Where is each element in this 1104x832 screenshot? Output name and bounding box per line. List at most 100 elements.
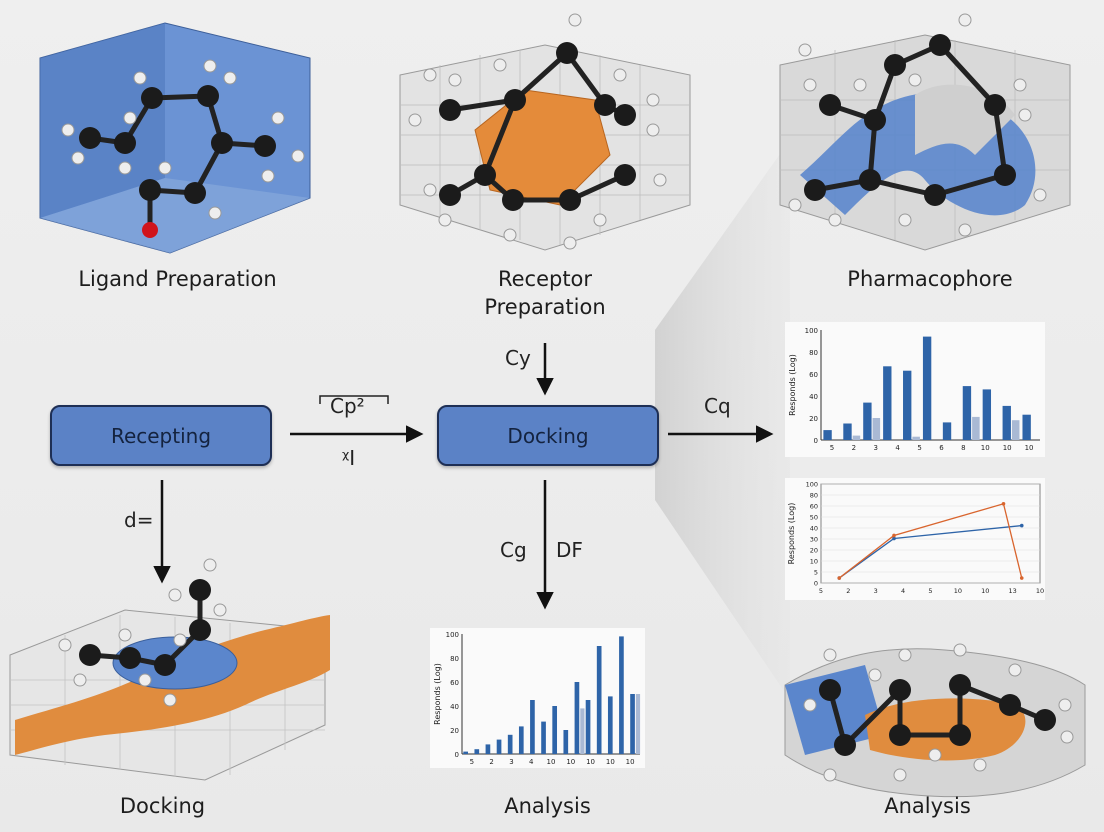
line-chart-point	[1019, 576, 1024, 580]
ligand-preparation-illustration	[39, 22, 311, 254]
line-chart-point	[1019, 523, 1024, 528]
analysis-bar-chart-bar	[596, 646, 602, 754]
edge-label-cy: Cy	[505, 346, 531, 370]
top-bar-chart-bar	[843, 423, 852, 440]
top-bar-chart-bar	[883, 366, 892, 440]
caption-pharmacophore: Pharmacophore	[847, 267, 1013, 291]
analysis-bar-chart-bar	[530, 700, 535, 754]
top-bar-chart-bar-secondary	[1011, 420, 1020, 440]
edge-label-cg: Cg	[500, 538, 527, 562]
top-bar-chart-bar-secondary	[872, 418, 881, 440]
top-bar-chart-y-tick-label: 20	[809, 415, 818, 423]
caption-ligand-preparation: Ligand Preparation	[78, 267, 277, 291]
analysis-bar-chart-x-tick-label: 10	[586, 758, 595, 766]
top-bar-chart-bar	[903, 370, 912, 440]
top-bar-chart-y-tick-label: 0	[814, 437, 818, 445]
top-bar-chart-x-tick-label: 3	[874, 444, 878, 452]
line-chart-y-axis-label: Responds (Log)	[787, 503, 796, 565]
top-bar-chart-y-tick-label: 100	[805, 327, 818, 335]
top-bar-chart-x-tick-label: 8	[961, 444, 965, 452]
top-bar-chart-x-tick-label: 10	[981, 444, 990, 452]
analysis-bar-chart-x-tick-label: 4	[529, 758, 534, 766]
analysis-bar-chart-x-tick-label: 5	[470, 758, 474, 766]
top-bar-chart-x-tick-label: 5	[830, 444, 834, 452]
line-chart-x-tick-label: 10	[954, 587, 962, 595]
analysis-bar-chart-bar	[630, 694, 635, 754]
receptor-preparation-illustration	[399, 13, 691, 251]
caption-analysis-right: Analysis	[884, 794, 971, 818]
analysis-bar-chart-bar	[507, 734, 513, 754]
line-chart-series-line	[838, 524, 1022, 579]
edge-label-d-eq: d=	[124, 508, 154, 532]
line-chart-y-tick-label: 30	[810, 536, 818, 544]
analysis-bar-chart-bar	[485, 744, 491, 754]
top-bar-chart-bar	[922, 336, 932, 440]
line-chart-y-tick-label: 60	[810, 503, 818, 511]
analysis-bar-chart-y-tick-label: 20	[450, 727, 459, 735]
top-bar-chart-bar	[863, 402, 872, 440]
analysis-bar-chart-bar	[574, 682, 580, 754]
analysis-bar-chart-y-tick-label: 100	[446, 631, 459, 639]
edge-label-cq: Cq	[704, 394, 731, 418]
docking-node[interactable]: Docking	[437, 405, 659, 466]
caption-docking: Docking	[119, 794, 206, 818]
top-bar-chart-y-tick-label: 80	[809, 349, 818, 357]
analysis-bar-chart-bar	[496, 739, 502, 754]
recepting-node[interactable]: Recepting	[50, 405, 272, 466]
line-chart-series-line	[838, 502, 1023, 579]
line-chart-y-tick-label: 40	[810, 525, 818, 533]
line-chart-x-tick-label: 10	[981, 587, 989, 595]
line-chart-x-tick-label: 10	[1036, 587, 1044, 595]
analysis-molecule-illustration	[784, 643, 1086, 798]
top-bar-chart-bar	[1022, 414, 1031, 440]
analysis-bar-chart-x-tick-label: 2	[489, 758, 493, 766]
top-bar-chart-y-axis-label: Responds (Log)	[788, 354, 797, 416]
analysis-bar-chart-y-axis-label: Responds (Log)	[433, 663, 442, 725]
analysis-bar-chart-bar	[552, 706, 558, 754]
line-chart-y-tick-label: 0	[814, 580, 818, 588]
edge-label-cp2: Cp²	[330, 394, 365, 418]
top-bar-chart-x-tick-label: 6	[939, 444, 944, 452]
analysis-bar-chart-bar	[463, 751, 469, 754]
top-bar-chart-bar	[823, 430, 832, 440]
analysis-bar-chart-bar-secondary	[580, 708, 585, 754]
top-bar-chart-bar	[982, 389, 992, 440]
line-chart-point	[892, 533, 896, 538]
analysis-bar-chart-bar	[619, 636, 624, 754]
line-chart-y-tick-label: 10	[810, 558, 818, 566]
caption-analysis-middle: Analysis	[504, 794, 591, 818]
analysis-bar-chart-y-tick-label: 80	[450, 655, 459, 663]
line-chart-y-tick-label: 20	[810, 547, 818, 555]
line-chart-point	[837, 576, 842, 580]
edge-label-df: DF	[556, 538, 583, 562]
top-bar-chart-bar-secondary	[852, 435, 861, 440]
analysis-bar-chart-bar	[585, 700, 591, 754]
caption-receptor-preparation: Receptor Preparation	[484, 267, 606, 319]
docking-surface-illustration	[9, 558, 330, 781]
line-chart-x-tick-label: 5	[928, 587, 932, 595]
analysis-bar-chart-y-tick-label: 40	[450, 703, 459, 711]
analysis-bar-chart-bar	[541, 721, 546, 754]
line-chart-x-tick-label: 5	[819, 587, 823, 595]
top-bar-chart-x-tick-label: 10	[1025, 444, 1034, 452]
analysis-bar-chart-x-tick-label: 10	[547, 758, 556, 766]
top-bar-chart-bar	[1002, 405, 1011, 440]
top-bar-chart-x-tick-label: 10	[1003, 444, 1012, 452]
analysis-bar-chart-x-tick-label: 10	[606, 758, 615, 766]
top-bar-chart-x-tick-label: 4	[895, 444, 900, 452]
top-bar-chart-y-tick-label: 60	[809, 371, 818, 379]
line-chart-y-tick-label: 100	[806, 481, 818, 489]
line-chart-y-tick-label: 50	[810, 514, 818, 522]
analysis-bar-chart-x-tick-label: 3	[509, 758, 513, 766]
top-bar-chart-x-tick-label: 5	[917, 444, 921, 452]
top-bar-chart-y-tick-label: 40	[809, 393, 818, 401]
top-bar-chart-bar-secondary	[912, 436, 920, 440]
label-bracket	[319, 395, 389, 404]
